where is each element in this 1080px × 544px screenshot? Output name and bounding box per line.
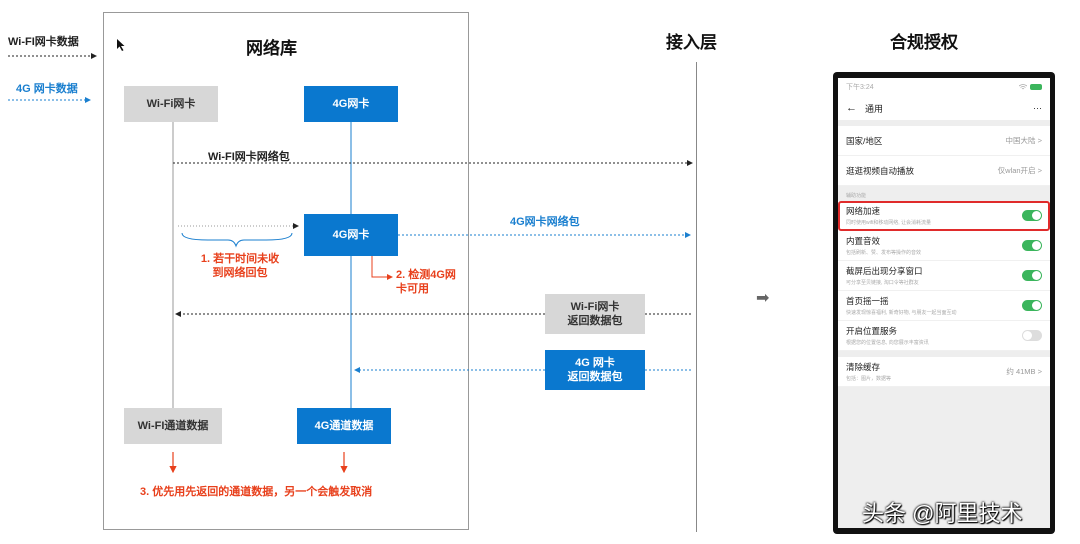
network-accel-toggle[interactable] [1022, 210, 1042, 221]
g4-card-top-node: 4G网卡 [304, 86, 398, 122]
settings-row-screenshot-share[interactable]: 截屏后出现分享窗口可分享至贝链接, 淘口令等社群友 [838, 261, 1050, 291]
more-menu-icon[interactable]: ··· [1033, 103, 1042, 113]
settings-row-network-accel[interactable]: 网络加速同时使用wifi和移动网络, 让会消耗流量 [838, 201, 1050, 231]
settings-group-top: 国家/地区 中国大陆 > 逛逛视频自动播放 仅wlan开启 > [838, 126, 1050, 186]
access-layer-divider [696, 62, 697, 532]
g4-channel-node: 4G通道数据 [297, 408, 391, 444]
settings-row-shake[interactable]: 首页摇一摇快速发现惊喜福利, 新奇好物, 与朋友一起当面互动 [838, 291, 1050, 321]
nav-title: 通用 [865, 103, 884, 114]
timeout-brace [181, 232, 293, 248]
g4-card-mid-node: 4G网卡 [304, 214, 398, 256]
step3-label: 3. 优先用先返回的通道数据，另一个会触发取消 [140, 486, 373, 498]
access-layer-title: 接入层 [666, 33, 717, 52]
settings-row-region[interactable]: 国家/地区 中国大陆 > [838, 126, 1050, 156]
step2-label: 2. 检测4G网 卡可用 [396, 269, 456, 295]
back-arrow-icon[interactable]: ← [846, 102, 857, 114]
legend-4g-label: 4G 网卡数据 [16, 83, 78, 95]
status-bar: 下午3:24 [838, 78, 1050, 96]
wifi-packet-label: Wi-FI网卡网络包 [208, 151, 290, 163]
sound-toggle[interactable] [1022, 240, 1042, 251]
wifi-icon [1019, 84, 1027, 90]
group-header-accessibility: 辅助功能 [838, 186, 1050, 201]
settings-row-clear-cache[interactable]: 清除缓存包括：图片，数据等 约 41MB > [838, 357, 1050, 387]
phone-screen: 下午3:24 ← 通用 ··· 国家/地区 中国大陆 > 逛逛视频自动播放 仅w… [838, 78, 1050, 528]
shake-toggle[interactable] [1022, 300, 1042, 311]
settings-row-video-autoplay[interactable]: 逛逛视频自动播放 仅wlan开启 > [838, 156, 1050, 186]
wifi-return-packet-node: Wi-Fi网卡 返回数据包 [545, 294, 645, 334]
settings-group-cache: 清除缓存包括：图片，数据等 约 41MB > [838, 357, 1050, 387]
phone-frame: 下午3:24 ← 通用 ··· 国家/地区 中国大陆 > 逛逛视频自动播放 仅w… [833, 72, 1055, 534]
network-library-frame [103, 12, 469, 530]
step1-label: 1. 若干时间未收 到网络回包 [200, 253, 280, 279]
network-library-title: 网络库 [246, 39, 297, 58]
settings-row-sound[interactable]: 内置音效包括刷新、赞、发布等操作的音效 [838, 231, 1050, 261]
nav-bar: ← 通用 ··· [838, 96, 1050, 120]
g4-packet-label: 4G网卡网络包 [510, 216, 580, 228]
right-arrow-icon: ➡ [756, 290, 770, 307]
settings-group-toggles: 网络加速同时使用wifi和移动网络, 让会消耗流量 内置音效包括刷新、赞、发布等… [838, 201, 1050, 351]
compliance-title: 合规授权 [890, 33, 958, 52]
step2-arrow [371, 256, 393, 280]
screenshot-share-toggle[interactable] [1022, 270, 1042, 281]
g4-return-packet-node: 4G 网卡 返回数据包 [545, 350, 645, 390]
status-time: 下午3:24 [846, 84, 874, 91]
mouse-cursor-icon [117, 39, 125, 51]
wifi-card-top-node: Wi-Fi网卡 [124, 86, 218, 122]
watermark: 头条 @阿里技术 [862, 501, 1023, 526]
legend-wifi-label: Wi-FI网卡数据 [8, 36, 79, 48]
battery-icon [1030, 84, 1042, 90]
settings-row-location[interactable]: 开启位置服务根据您的位置信息, 向您展示丰富资讯 [838, 321, 1050, 351]
location-toggle[interactable] [1022, 330, 1042, 341]
wifi-channel-node: Wi-FI通道数据 [124, 408, 222, 444]
